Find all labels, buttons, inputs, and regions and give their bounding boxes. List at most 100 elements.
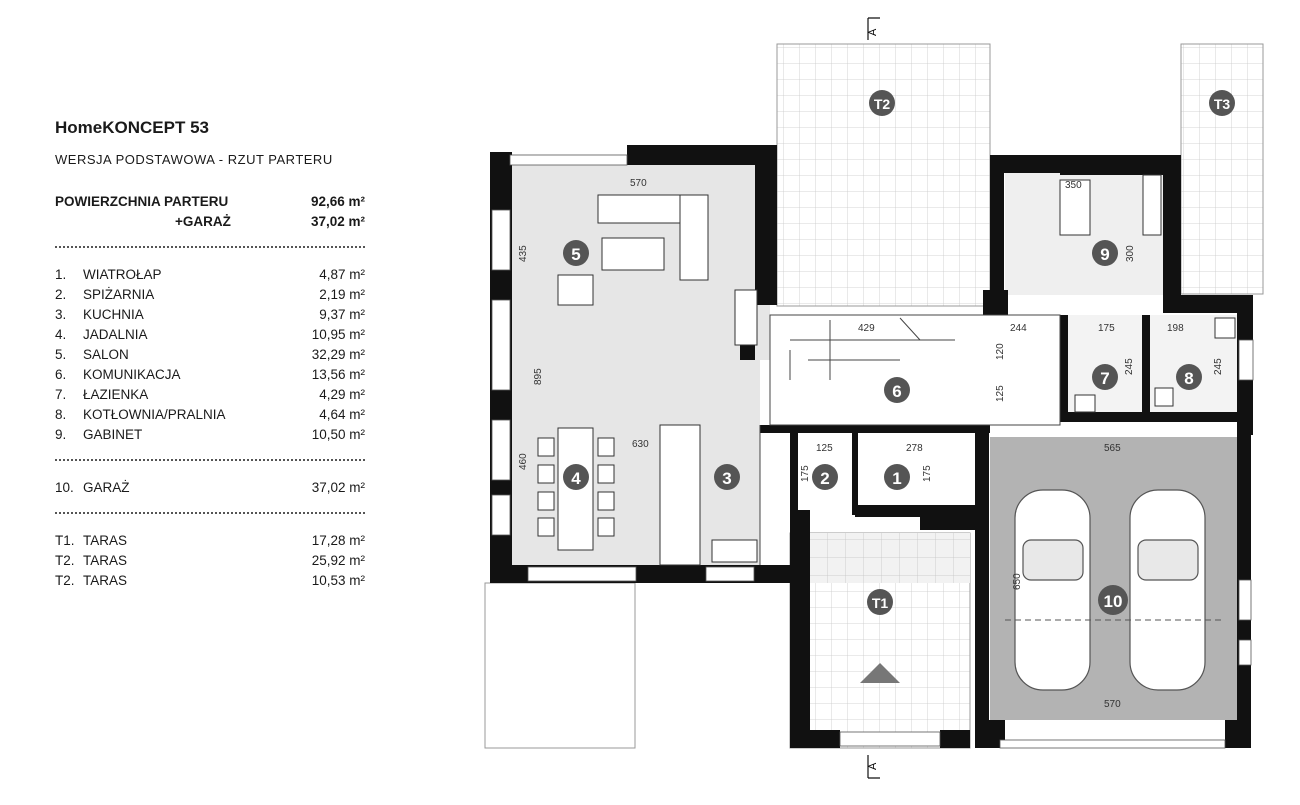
dimension-label: 630: [632, 439, 649, 450]
dimension-label: 175: [922, 465, 933, 482]
dimension-label: 278: [906, 443, 923, 454]
legend-row-label: 8. KOTŁOWNIA/PRALNIA: [55, 405, 226, 425]
dimension-label: 175: [800, 465, 811, 482]
dimension-labels: 570 435 895 460 630 429 244 120 125 175 …: [518, 178, 1224, 710]
dimension-label: 245: [1213, 358, 1224, 375]
dimension-label: 895: [533, 368, 544, 385]
summary-row: POWIERZCHNIA PARTERU 92,66 m²: [55, 192, 365, 212]
legend-row-number: 5.: [55, 347, 67, 362]
legend-row-name: KOMUNIKACJA: [83, 367, 181, 382]
legend-row-label: T2. TARAS: [55, 551, 127, 571]
legend-row-area: 4,64 m²: [319, 407, 365, 422]
entrance-porch: [810, 533, 970, 583]
legend-row-label: 5. SALON: [55, 345, 129, 365]
floor-plan: A A 570 435 895 460 630 429 244 120 125 …: [470, 0, 1300, 800]
legend-row-name: KUCHNIA: [83, 307, 144, 322]
legend-row: 8. KOTŁOWNIA/PRALNIA 4,64 m²: [55, 405, 365, 425]
legend-row-number: 2.: [55, 287, 67, 302]
legend-row: T1. TARAS 17,28 m²: [55, 531, 365, 551]
room-number: 5: [571, 245, 580, 264]
room-number: 4: [571, 469, 581, 488]
legend-row-name: KOTŁOWNIA/PRALNIA: [83, 407, 226, 422]
terrace-t3: [1180, 43, 1264, 295]
legend-row-number: T2.: [55, 573, 75, 588]
legend-row-label: 9.GABINET: [55, 425, 142, 445]
legend-row: 6. KOMUNIKACJA 13,56 m²: [55, 365, 365, 385]
dimension-label: 429: [858, 323, 875, 334]
room-markers: 1 2 3 4 5 6 7 8 9 10 T1 T2 T3: [563, 90, 1235, 615]
summary-value: 37,02 m²: [310, 214, 365, 229]
legend-row-label: 10.GARAŻ: [55, 478, 130, 498]
dimension-label: 245: [1124, 358, 1135, 375]
divider: [55, 512, 365, 515]
rooms-list: 1. WIATROŁAP 4,87 m² 2.SPIŻARNIA 2,19 m² 3. KU…: [55, 265, 365, 445]
legend-row-area: 10,95 m²: [311, 327, 365, 342]
dimension-label: 570: [1104, 699, 1121, 710]
legend-row-name: TARAS: [83, 553, 128, 568]
legend-panel: HomeKONCEPT 53 WERSJA PODSTAWOWA - RZUT …: [55, 118, 365, 591]
dimension-label: 350: [1065, 180, 1082, 191]
legend-row-number: 4.: [55, 327, 67, 342]
legend-row-number: T2.: [55, 553, 75, 568]
legend-row-label: 2.SPIŻARNIA: [55, 285, 154, 305]
legend-row-number: 9.: [55, 427, 67, 442]
divider: [55, 246, 365, 249]
legend-row: 4. JADALNIA 10,95 m²: [55, 325, 365, 345]
summary-label: POWIERZCHNIA PARTERU: [55, 194, 229, 209]
dimension-label: 175: [1098, 323, 1115, 334]
project-title: HomeKONCEPT 53: [55, 118, 209, 137]
room-number: 3: [722, 469, 731, 488]
legend-row-area: 9,37 m²: [319, 307, 365, 322]
summary-row: +GARAŻ 37,02 m²: [55, 212, 365, 232]
section-label-bottom: A: [867, 762, 879, 770]
dimension-label: 435: [518, 245, 529, 262]
legend-row-area: 13,56 m²: [311, 367, 365, 382]
summary-value: 92,66 m²: [310, 194, 365, 209]
legend-row-name: SALON: [83, 347, 129, 362]
section-markers: [867, 17, 880, 779]
entrance-arrow-icon: [860, 663, 900, 683]
legend-row-number: 7.: [55, 387, 67, 402]
summary-label: +GARAŻ: [175, 214, 231, 229]
legend-row-number: 8.: [55, 407, 67, 422]
legend-row: 5. SALON 32,29 m²: [55, 345, 365, 365]
legend-row-label: 7. ŁAZIENKA: [55, 385, 148, 405]
terrace-side: [484, 582, 636, 749]
dimension-label: 120: [995, 343, 1006, 360]
legend-row-area: 4,87 m²: [319, 267, 365, 282]
legend-row-number: 6.: [55, 367, 67, 382]
legend-row: 1. WIATROŁAP 4,87 m²: [55, 265, 365, 285]
room-number: 8: [1184, 369, 1193, 388]
legend-row-name: TARAS: [83, 533, 128, 548]
section-label-top: A: [867, 28, 879, 36]
dimension-label: 570: [630, 178, 647, 189]
legend-row-area: 17,28 m²: [311, 533, 365, 548]
furniture: [537, 174, 1236, 566]
legend-row-name: ŁAZIENKA: [83, 387, 149, 402]
legend-row-name: WIATROŁAP: [83, 267, 162, 282]
legend-row-number: T1.: [55, 533, 75, 548]
room-number: 7: [1100, 369, 1109, 388]
legend-row-number: 3.: [55, 307, 67, 322]
floor-plan-drawing: A A 570 435 895 460 630 429 244 120 125 …: [484, 17, 1264, 779]
legend-row-name: JADALNIA: [83, 327, 148, 342]
dimension-label: 198: [1167, 323, 1184, 334]
legend-row-area: 2,19 m²: [319, 287, 365, 302]
legend-row-name: TARAS: [83, 573, 128, 588]
legend-row-area: 37,02 m²: [311, 480, 365, 495]
legend-row-label: 1. WIATROŁAP: [55, 265, 162, 285]
legend-row-number: 1.: [55, 267, 67, 282]
dimension-label: 125: [816, 443, 833, 454]
legend-row-name: GARAŻ: [83, 480, 130, 495]
dimension-label: 650: [1012, 573, 1023, 590]
dimension-label: 244: [1010, 323, 1027, 334]
terrace-number: T1: [872, 595, 889, 611]
dimension-label: 460: [518, 453, 529, 470]
legend-row-area: 32,29 m²: [311, 347, 365, 362]
legend-row-label: 3. KUCHNIA: [55, 305, 144, 325]
legend-row-label: 6. KOMUNIKACJA: [55, 365, 181, 385]
